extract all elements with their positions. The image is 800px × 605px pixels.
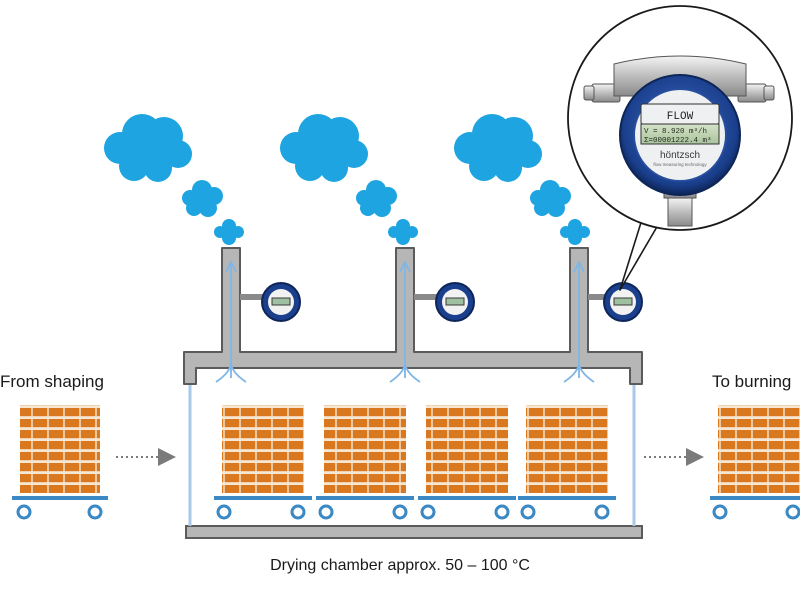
device-display-line2: Σ=00001222.4 m³ xyxy=(644,136,712,145)
brick-pallet-icon xyxy=(214,405,312,520)
brick-pallet-icon xyxy=(316,405,414,520)
cloud-icon xyxy=(280,114,368,182)
arrow-right-icon xyxy=(644,448,704,466)
brick-pallet-icon xyxy=(518,405,616,520)
device-callout: FLOW V = 8.920 m³/h Σ=00001222.4 m³ hönt… xyxy=(567,5,793,291)
cloud-icon xyxy=(356,180,397,217)
cloud-icon xyxy=(388,219,418,245)
chamber-roof-with-stacks xyxy=(183,247,643,385)
device-display-title: FLOW xyxy=(667,111,694,123)
cloud-icon xyxy=(104,114,192,182)
arrow-right-icon xyxy=(116,448,176,466)
steam-clouds-1 xyxy=(104,114,244,245)
brick-pallet-icon xyxy=(418,405,516,520)
device-brand-sub: flow measuring technology xyxy=(653,162,707,167)
chamber-label: Drying chamber approx. 50 – 100 °C xyxy=(270,557,530,574)
input-label: From shaping xyxy=(0,372,104,391)
steam-clouds-2 xyxy=(280,114,418,245)
cloud-icon xyxy=(214,219,244,245)
chamber-floor xyxy=(185,525,643,539)
cloud-icon xyxy=(560,219,590,245)
cable-gland-left xyxy=(583,83,621,103)
cloud-icon xyxy=(182,180,223,217)
device-brand: höntzsch xyxy=(660,150,700,161)
airflow-arrows xyxy=(215,259,595,383)
brick-pallet-icon xyxy=(710,405,800,520)
cloud-icon xyxy=(530,180,571,217)
flow-meter-icon xyxy=(588,282,643,322)
cloud-icon xyxy=(454,114,542,182)
flow-meter-icon xyxy=(240,282,301,322)
flow-meter-icon xyxy=(414,282,475,322)
brick-pallet-icon xyxy=(12,405,108,520)
device-display-line1: V = 8.920 m³/h xyxy=(644,127,707,136)
output-label: To burning xyxy=(712,372,792,391)
steam-clouds-3 xyxy=(454,114,590,245)
